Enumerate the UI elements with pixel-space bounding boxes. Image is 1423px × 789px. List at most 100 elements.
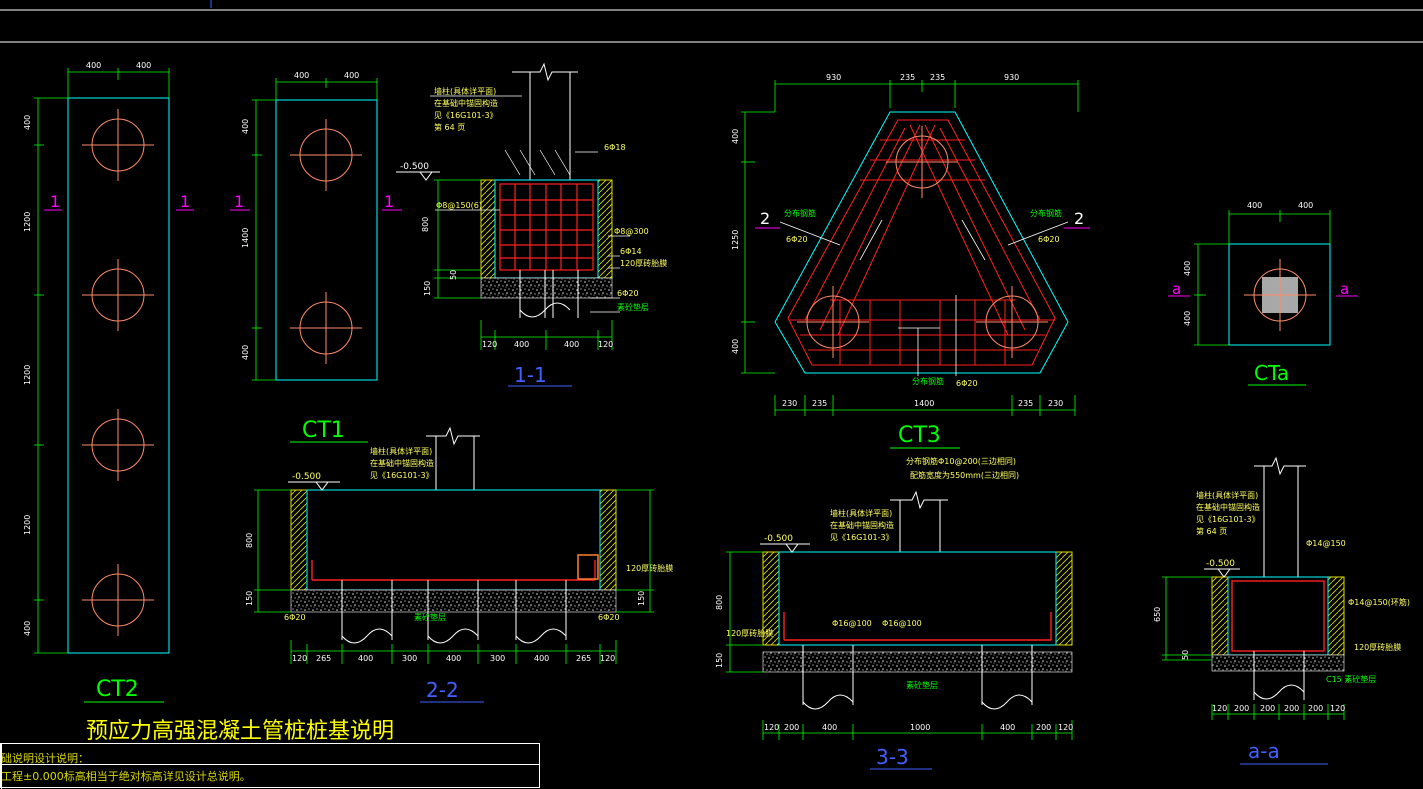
sec22-break-mark bbox=[426, 426, 480, 446]
ct3-dim-left-1: 400 bbox=[731, 129, 740, 144]
secaa-note1: 墙柱(具体详平面) bbox=[1196, 490, 1258, 500]
sec33-dim-bot-1: 120 bbox=[764, 723, 779, 732]
notes-box: 础说明设计说明： 工程±0.000标高相当于绝对标高详见设计总说明。 bbox=[0, 743, 540, 789]
sec11-break-mark bbox=[512, 62, 578, 82]
ct3-dim-bot-5: 230 bbox=[1048, 399, 1063, 408]
secaa-pad: 120厚砖胎膜 bbox=[1354, 642, 1401, 652]
sec11-dim-left-1: 800 bbox=[421, 217, 430, 232]
secaa-note3: 见《16G101-3》 bbox=[1196, 515, 1260, 524]
sec11-piles bbox=[519, 270, 579, 318]
sec33-dim-bot-4: 1000 bbox=[910, 723, 930, 732]
ct2-dim-left-4: 1200 bbox=[23, 515, 32, 535]
sec11-note2: 在基础中锚固构造 bbox=[434, 98, 498, 108]
sec22-dim-right-1: 150 bbox=[637, 591, 646, 606]
secaa-note4: 第 64 页 bbox=[1196, 526, 1227, 536]
ct3-outline bbox=[774, 111, 1069, 374]
sec33-dim-bot-6: 200 bbox=[1036, 723, 1051, 732]
ct3-dim-left-2: 1250 bbox=[731, 230, 740, 250]
ct3-rebar bbox=[787, 119, 1056, 366]
ct3-dim-bot-3: 1400 bbox=[914, 399, 934, 408]
sec22-brick-right bbox=[599, 489, 617, 591]
ct3-label-left: 分布钢筋 bbox=[784, 208, 816, 218]
sec22-note1: 墙柱(具体详平面) bbox=[370, 446, 432, 456]
ct3-sec-mark-left: 2 bbox=[760, 209, 770, 228]
sec33-note3: 见《16G101-3》 bbox=[830, 533, 894, 542]
sec11-cushion bbox=[480, 277, 613, 299]
ct3-leaders bbox=[779, 219, 1069, 376]
ct2-outline bbox=[67, 97, 170, 654]
sec22-dim-bot-7: 400 bbox=[534, 654, 549, 663]
sec33-cushion-label: 素砼垫层 bbox=[906, 680, 938, 690]
sec33-note-b: 配筋宽度为550mm(三边相同) bbox=[910, 470, 1019, 480]
sec33-break-mark bbox=[890, 490, 948, 510]
sec22-bar-left: 6Φ20 bbox=[284, 613, 306, 622]
sec33-elev-mark bbox=[785, 543, 799, 553]
ct2-dim-left-2: 1200 bbox=[23, 212, 32, 232]
sec33-note1: 墙柱(具体详平面) bbox=[830, 508, 892, 518]
section-a-a: -0.500 墙柱(具体详平面) 在基础中锚固构造 见《16G101-3》 第 … bbox=[1153, 456, 1410, 765]
ct1-plan: 1 1 400 400 400 1400 400 CT1 bbox=[230, 71, 402, 443]
sec22-highlight-box bbox=[577, 554, 599, 580]
ct1-piles bbox=[290, 119, 362, 364]
sec33-note2: 在基础中锚固构造 bbox=[830, 520, 894, 530]
ct1-dim-top-2: 400 bbox=[344, 71, 359, 80]
secaa-dim-bot-2: 200 bbox=[1234, 704, 1249, 713]
sec11-brick-right bbox=[597, 179, 613, 279]
cta-dims bbox=[1194, 210, 1331, 346]
sec22-dim-bot-2: 265 bbox=[316, 654, 331, 663]
sec22-bar-right: 6Φ20 bbox=[598, 613, 620, 622]
ct2-dim-left-3: 1200 bbox=[23, 365, 32, 385]
sec11-dim-bot-2: 400 bbox=[514, 340, 529, 349]
secaa-cap bbox=[1227, 576, 1329, 656]
sec11-stirrup-left: Φ8@150(6) bbox=[436, 201, 482, 210]
sec33-dim-left-1: 800 bbox=[715, 595, 724, 610]
ct2-dim-left-5: 400 bbox=[23, 621, 32, 636]
sec11-bar-top: 6Φ18 bbox=[604, 143, 626, 152]
sec11-elev: -0.500 bbox=[400, 162, 429, 172]
sec33-dims bbox=[726, 551, 1073, 740]
sec33-dim-bot-3: 400 bbox=[822, 723, 837, 732]
sec33-title: 3-3 bbox=[876, 745, 909, 769]
sec11-dim-bot-3: 400 bbox=[564, 340, 579, 349]
ct3-dims bbox=[741, 80, 1079, 416]
sec22-dim-bot-5: 400 bbox=[446, 654, 461, 663]
sec22-dims bbox=[254, 489, 654, 664]
cta-dim-left-1: 400 bbox=[1183, 261, 1192, 276]
sec22-dim-left-2: 150 bbox=[245, 591, 254, 606]
sec22-elev-mark bbox=[315, 481, 329, 491]
ct1-outline bbox=[275, 99, 378, 381]
secaa-break-mark bbox=[1254, 456, 1306, 476]
secaa-dims bbox=[1162, 576, 1345, 720]
cta-sec-mark-left: a bbox=[1172, 280, 1181, 298]
sec11-bar-bot: 6Φ20 bbox=[617, 289, 639, 298]
sec11-note3: 见《16G101-3》 bbox=[434, 111, 498, 120]
sec11-pad: 120厚砖胎膜 bbox=[620, 258, 667, 268]
secaa-cushion-label: C15 素砼垫层 bbox=[1326, 674, 1376, 684]
ct3-dim-bot-4: 235 bbox=[1018, 399, 1033, 408]
ct1-dim-left-1: 400 bbox=[241, 119, 250, 134]
sec22-note2: 在基础中锚固构造 bbox=[370, 458, 434, 468]
sec33-piles bbox=[802, 645, 1033, 710]
sec11-dim-left-2: 50 bbox=[449, 270, 458, 280]
cta-plan: a a 400 400 400 400 CTa bbox=[1168, 201, 1358, 386]
sec11-dim-bot-4: 120 bbox=[598, 340, 613, 349]
sec33-note-a: 分布钢筋Φ10@200(三边相同) bbox=[906, 456, 1016, 466]
section-1-1: -0.500 墙柱(具体详平面) 在基础中锚固构造 见《16G101-3》 第 … bbox=[396, 62, 667, 387]
secaa-brick-right bbox=[1327, 576, 1345, 656]
ct2-sec-mark-left: 1 bbox=[50, 192, 60, 211]
ct3-label-right: 分布钢筋 bbox=[1030, 208, 1062, 218]
ct1-title: CT1 bbox=[302, 418, 345, 443]
sec22-dim-bot-8: 265 bbox=[576, 654, 591, 663]
secaa-elev-mark bbox=[1217, 568, 1231, 578]
secaa-cushion bbox=[1211, 654, 1345, 672]
notes-left-edge bbox=[1, 744, 2, 789]
secaa-elev: -0.500 bbox=[1206, 559, 1235, 569]
cta-dim-top-2: 400 bbox=[1298, 201, 1313, 210]
section-2-2: -0.500 墙柱(具体详平面) 在基础中锚固构造 见《16G101-3》 12… bbox=[245, 426, 673, 703]
sec33-bar-mid2: Φ16@100 bbox=[882, 619, 922, 628]
secaa-dim-bot-4: 200 bbox=[1284, 704, 1299, 713]
secaa-dim-left-2: 50 bbox=[1181, 650, 1190, 660]
sec11-rebar bbox=[499, 183, 594, 271]
secaa-dim-bot-5: 200 bbox=[1308, 704, 1323, 713]
